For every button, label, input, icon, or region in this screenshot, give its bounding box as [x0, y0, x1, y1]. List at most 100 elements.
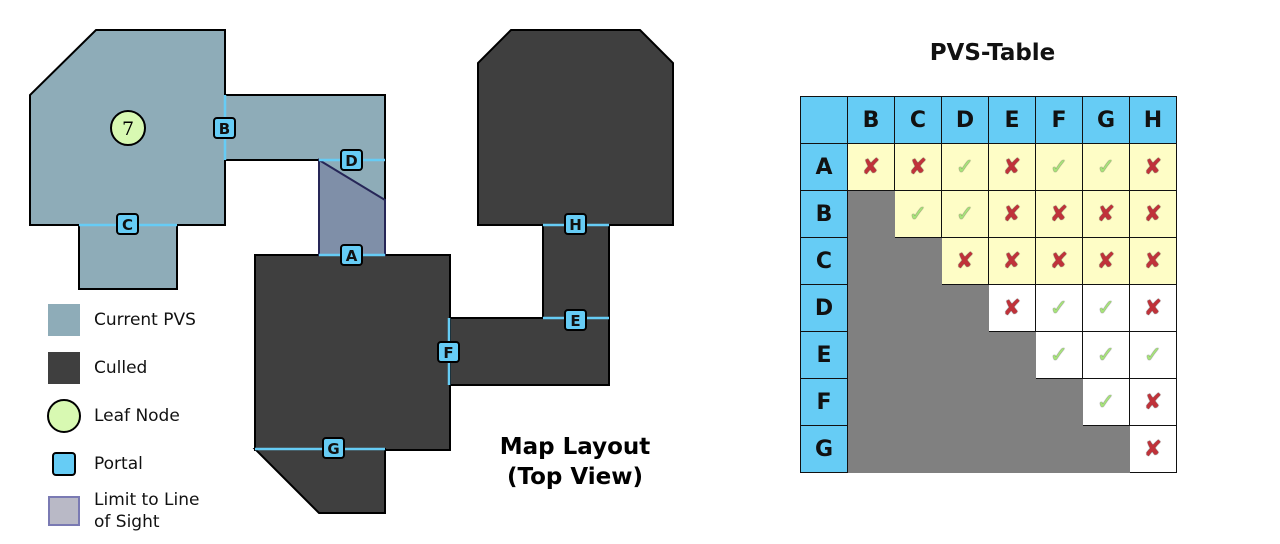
- pvs-cell-empty: [941, 284, 989, 332]
- cross-icon: ✘: [1002, 201, 1022, 227]
- pvs-cell-hidden: ✘: [1035, 237, 1083, 285]
- cross-icon: ✘: [1002, 154, 1022, 180]
- portal-badge-b[interactable]: B: [213, 117, 236, 139]
- room-bottom: [252, 448, 386, 514]
- pvs-cell-visible: ✓: [894, 190, 942, 238]
- check-icon: ✓: [955, 201, 975, 227]
- cross-icon: ✘: [1002, 248, 1022, 274]
- check-icon: ✓: [1096, 389, 1116, 415]
- leaf-node-legend-icon: [47, 399, 81, 433]
- legend-label-line2: of Sight: [94, 512, 160, 532]
- pvs-cell-empty: [894, 237, 942, 285]
- pvs-cell-hidden: ✘: [847, 143, 895, 191]
- line-of-sight-swatch: [48, 496, 80, 526]
- pvs-row: F✓✘: [800, 378, 1177, 426]
- legend-label-leaf-node: Leaf Node: [94, 406, 180, 426]
- check-icon: ✓: [908, 201, 928, 227]
- cross-icon: ✘: [1143, 436, 1163, 462]
- cross-icon: ✘: [1143, 389, 1163, 415]
- pvs-column-header: F: [1035, 96, 1083, 144]
- legend-label-line1: Limit to Line: [94, 490, 200, 510]
- pvs-row-header: C: [800, 237, 848, 285]
- portal-badge-a[interactable]: A: [340, 244, 363, 266]
- cross-icon: ✘: [908, 154, 928, 180]
- pvs-cell-empty: [941, 378, 989, 426]
- pvs-cell-hidden: ✘: [1082, 190, 1130, 238]
- pvs-cell-empty: [1035, 378, 1083, 426]
- pvs-cell-hidden: ✘: [1129, 237, 1177, 285]
- legend-label-portal: Portal: [94, 454, 143, 474]
- pvs-cell-hidden: ✘: [1129, 284, 1177, 332]
- pvs-cell-empty: [847, 284, 895, 332]
- pvs-cell-empty: [894, 331, 942, 379]
- pvs-cell-hidden: ✘: [988, 190, 1036, 238]
- pvs-table-title: PVS-Table: [929, 40, 1056, 66]
- cross-icon: ✘: [1143, 154, 1163, 180]
- portal-badge-e[interactable]: E: [564, 309, 587, 331]
- pvs-row-header: B: [800, 190, 848, 238]
- leaf-node-circle: [110, 110, 146, 146]
- portal-label: F: [443, 344, 453, 362]
- portal-badge-h[interactable]: H: [564, 213, 587, 235]
- check-icon: ✓: [1049, 295, 1069, 321]
- cross-icon: ✘: [1143, 248, 1163, 274]
- room-center-large: [254, 254, 451, 451]
- pvs-cell-hidden: ✘: [941, 237, 989, 285]
- portal-legend-icon: [52, 452, 76, 476]
- pvs-row: A✘✘✓✘✓✓✘: [800, 143, 1177, 191]
- pvs-column-header: G: [1082, 96, 1130, 144]
- check-icon: ✓: [1049, 154, 1069, 180]
- pvs-cell-visible: ✓: [1082, 284, 1130, 332]
- portal-label: C: [122, 216, 133, 234]
- pvs-cell-empty: [1035, 425, 1083, 473]
- pvs-cell-hidden: ✘: [988, 143, 1036, 191]
- pvs-cell-empty: [847, 378, 895, 426]
- pvs-cell-empty: [941, 331, 989, 379]
- legend-label-culled: Culled: [94, 358, 148, 378]
- cross-icon: ✘: [1049, 248, 1069, 274]
- portal-badge-f[interactable]: F: [437, 341, 460, 363]
- portal-label: H: [569, 216, 582, 234]
- pvs-row-header: E: [800, 331, 848, 379]
- map-caption: Map Layout (Top View): [460, 432, 690, 492]
- pvs-row: D ✘ ✓ ✓ ✘: [800, 284, 1177, 332]
- pvs-cell-empty: [894, 425, 942, 473]
- pvs-cell-visible: ✓: [1035, 143, 1083, 191]
- pvs-column-header: B: [847, 96, 895, 144]
- check-icon: ✓: [1049, 342, 1069, 368]
- pvs-cell-empty: [941, 425, 989, 473]
- pvs-cell-empty: [1082, 425, 1130, 473]
- pvs-column-header: E: [988, 96, 1036, 144]
- cross-icon: ✘: [1002, 295, 1022, 321]
- portal-badge-g[interactable]: G: [322, 437, 345, 459]
- map-caption-line1: Map Layout: [499, 434, 651, 460]
- pvs-cell-hidden: ✘: [894, 143, 942, 191]
- portal-label: E: [570, 312, 580, 330]
- pvs-cell-empty: [847, 425, 895, 473]
- pvs-cell-empty: [847, 331, 895, 379]
- pvs-row: B✓✓✘✘✘✘: [800, 190, 1177, 238]
- legend-label-current-pvs: Current PVS: [94, 310, 196, 330]
- pvs-cell-visible: ✓: [941, 143, 989, 191]
- portal-label: A: [346, 247, 358, 265]
- pvs-row-header: A: [800, 143, 848, 191]
- leaf-node-label: 7: [122, 118, 134, 140]
- check-icon: ✓: [1143, 342, 1163, 368]
- pvs-cell-visible: ✓: [1082, 378, 1130, 426]
- pvs-cell-empty: [988, 378, 1036, 426]
- legend-label-line-of-sight: Limit to Line of Sight: [94, 489, 199, 533]
- pvs-swatch: [48, 304, 80, 336]
- portal-badge-c[interactable]: C: [116, 213, 139, 235]
- pvs-cell-hidden: ✘: [988, 284, 1036, 332]
- pvs-cell-empty: [894, 378, 942, 426]
- pvs-column-header: H: [1129, 96, 1177, 144]
- pvs-row-header: D: [800, 284, 848, 332]
- cross-icon: ✘: [1143, 295, 1163, 321]
- cross-icon: ✘: [1049, 201, 1069, 227]
- portal-badge-d[interactable]: D: [340, 149, 363, 171]
- pvs-cell-visible: ✓: [1082, 331, 1130, 379]
- cross-icon: ✘: [955, 248, 975, 274]
